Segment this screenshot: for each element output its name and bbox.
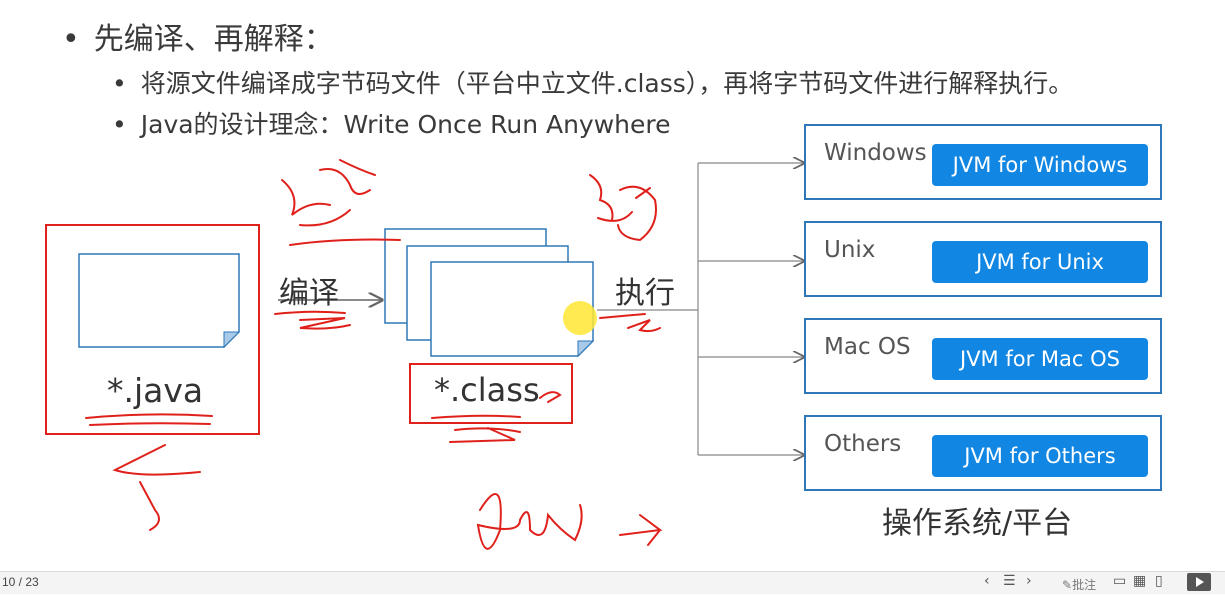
source-file-fold (223, 331, 241, 349)
sub-bullet-2: • Java的设计理念：Write Once Run Anywhere (112, 105, 671, 141)
main-bullet: • 先编译、再解释： (62, 14, 334, 58)
jvm-badge: JVM for Unix (932, 241, 1148, 283)
normal-view-icon[interactable]: ▭ (1113, 573, 1127, 589)
source-file-icon (78, 253, 240, 348)
note-icon: ✎ (1062, 578, 1073, 592)
platform-box-windows: Windows JVM for Windows (804, 124, 1162, 200)
reading-view-icon[interactable]: ▯ (1155, 573, 1163, 589)
jvm-badge: JVM for Windows (932, 144, 1148, 186)
play-slideshow-button[interactable] (1187, 573, 1211, 591)
bullet-dot: • (112, 69, 127, 98)
class-frame (409, 363, 573, 424)
bullet-dot: • (112, 110, 127, 139)
pointer-highlight (563, 301, 597, 335)
chevron-left-icon[interactable]: ‹ (984, 573, 990, 589)
presentation-statusbar (0, 571, 1225, 594)
sub-bullet-text: 将源文件编译成字节码文件（平台中立文件.class），再将字节码文件进行解释执行… (140, 69, 1074, 98)
compile-label: 编译 (279, 276, 339, 311)
platform-box-others: Others JVM for Others (804, 415, 1162, 491)
platform-box-unix: Unix JVM for Unix (804, 221, 1162, 297)
execute-connectors (597, 163, 804, 455)
source-frame (45, 224, 260, 435)
sub-bullet-1: • 将源文件编译成字节码文件（平台中立文件.class），再将字节码文件进行解释执… (112, 64, 1073, 100)
source-file-label: *.java (107, 371, 204, 410)
sorter-view-icon[interactable]: ▦ (1133, 573, 1147, 589)
os-name: Unix (824, 237, 876, 263)
note-button[interactable]: ✎批注 (1062, 576, 1096, 593)
main-bullet-text: 先编译、再解释： (93, 22, 334, 57)
jvm-badge: JVM for Others (932, 435, 1148, 477)
list-icon[interactable]: ☰ (1003, 573, 1016, 589)
platform-box-macos: Mac OS JVM for Mac OS (804, 318, 1162, 394)
jvm-badge: JVM for Mac OS (932, 338, 1148, 380)
note-label: 批注 (1072, 578, 1097, 592)
sub-bullet-text: Java的设计理念：Write Once Run Anywhere (140, 110, 671, 139)
os-name: Others (824, 431, 902, 457)
page-counter: 10 / 23 (2, 575, 39, 589)
chevron-right-icon[interactable]: › (1026, 573, 1032, 589)
os-name: Mac OS (824, 334, 911, 360)
bytecode-file-label: *.class (434, 371, 540, 409)
play-icon (1196, 577, 1204, 587)
os-name: Windows (824, 140, 927, 166)
class-file-stack (384, 228, 595, 358)
execute-label: 执行 (615, 276, 675, 311)
platform-caption: 操作系统/平台 (882, 506, 1073, 541)
bullet-dot: • (62, 22, 80, 57)
